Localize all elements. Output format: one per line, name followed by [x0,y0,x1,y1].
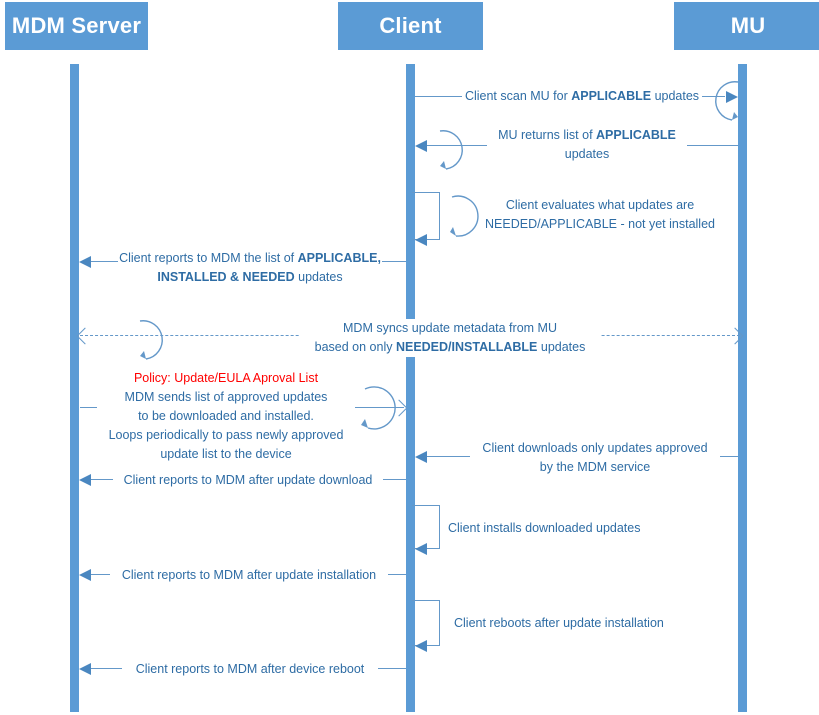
message-text-report-download-inner: Client reports to MDM after update downl… [123,473,373,487]
message-text-report-lists-inner: Client reports to MDM the list of APPLIC… [119,251,381,284]
message-text-report-lists: Client reports to MDM the list of APPLIC… [118,249,382,287]
arrowhead-mdm-sync-left [76,327,94,345]
message-text-scan-mu-inner: Client scan MU for APPLICABLE updates [464,89,700,103]
loop-arc-icon-scan-mu [715,81,739,121]
message-text-send-approved: Policy: Update/EULA Aproval List MDM sen… [97,369,355,464]
policy-label-send-approved: Policy: Update/EULA Aproval List [133,371,319,385]
arrowhead-report-download [79,474,91,486]
message-text-install: Client installs downloaded updates [448,519,698,538]
lifeline-mdm-server [70,64,79,712]
message-text-install-inner: Client installs downloaded updates [448,521,641,535]
arrowhead-report-install [79,569,91,581]
actor-label-client: Client [379,13,442,38]
arrowhead-evaluate [415,234,427,246]
actor-label-mdm-server: MDM Server [11,13,142,38]
arrowhead-report-reboot [79,663,91,675]
actor-header-mu[interactable]: MU [674,2,819,50]
actor-label-mu: MU [730,13,766,38]
message-text-report-download: Client reports to MDM after update downl… [113,471,383,490]
message-text-report-reboot: Client reports to MDM after device reboo… [122,660,378,679]
message-text-report-install-inner: Client reports to MDM after update insta… [121,568,377,582]
self-message-bracket-evaluate[interactable] [412,192,440,240]
message-text-reboot-inner: Client reboots after update installation [454,616,664,630]
arrowhead-report-lists [79,256,91,268]
actor-header-client[interactable]: Client [338,2,483,50]
loop-arc-icon-mdm-sync [139,320,163,360]
lifeline-mu [738,64,747,712]
arrowhead-mu-returns [415,140,427,152]
arrowhead-install [415,543,427,555]
arrowhead-scan-mu [726,91,738,103]
actor-header-mdm-server[interactable]: MDM Server [5,2,148,50]
message-text-scan-mu: Client scan MU for APPLICABLE updates [462,87,702,106]
message-text-report-reboot-inner: Client reports to MDM after device reboo… [135,662,365,676]
loop-arc-icon-send-approved [361,386,396,430]
message-text-reboot: Client reboots after update installation [454,614,714,633]
loop-arc-icon-mu-returns [439,130,463,170]
arrowhead-reboot [415,640,427,652]
message-text-report-install: Client reports to MDM after update insta… [110,566,388,585]
arrowhead-download-updates [415,451,427,463]
loop-arc-icon-evaluate [450,195,479,237]
lifeline-client [406,64,415,712]
